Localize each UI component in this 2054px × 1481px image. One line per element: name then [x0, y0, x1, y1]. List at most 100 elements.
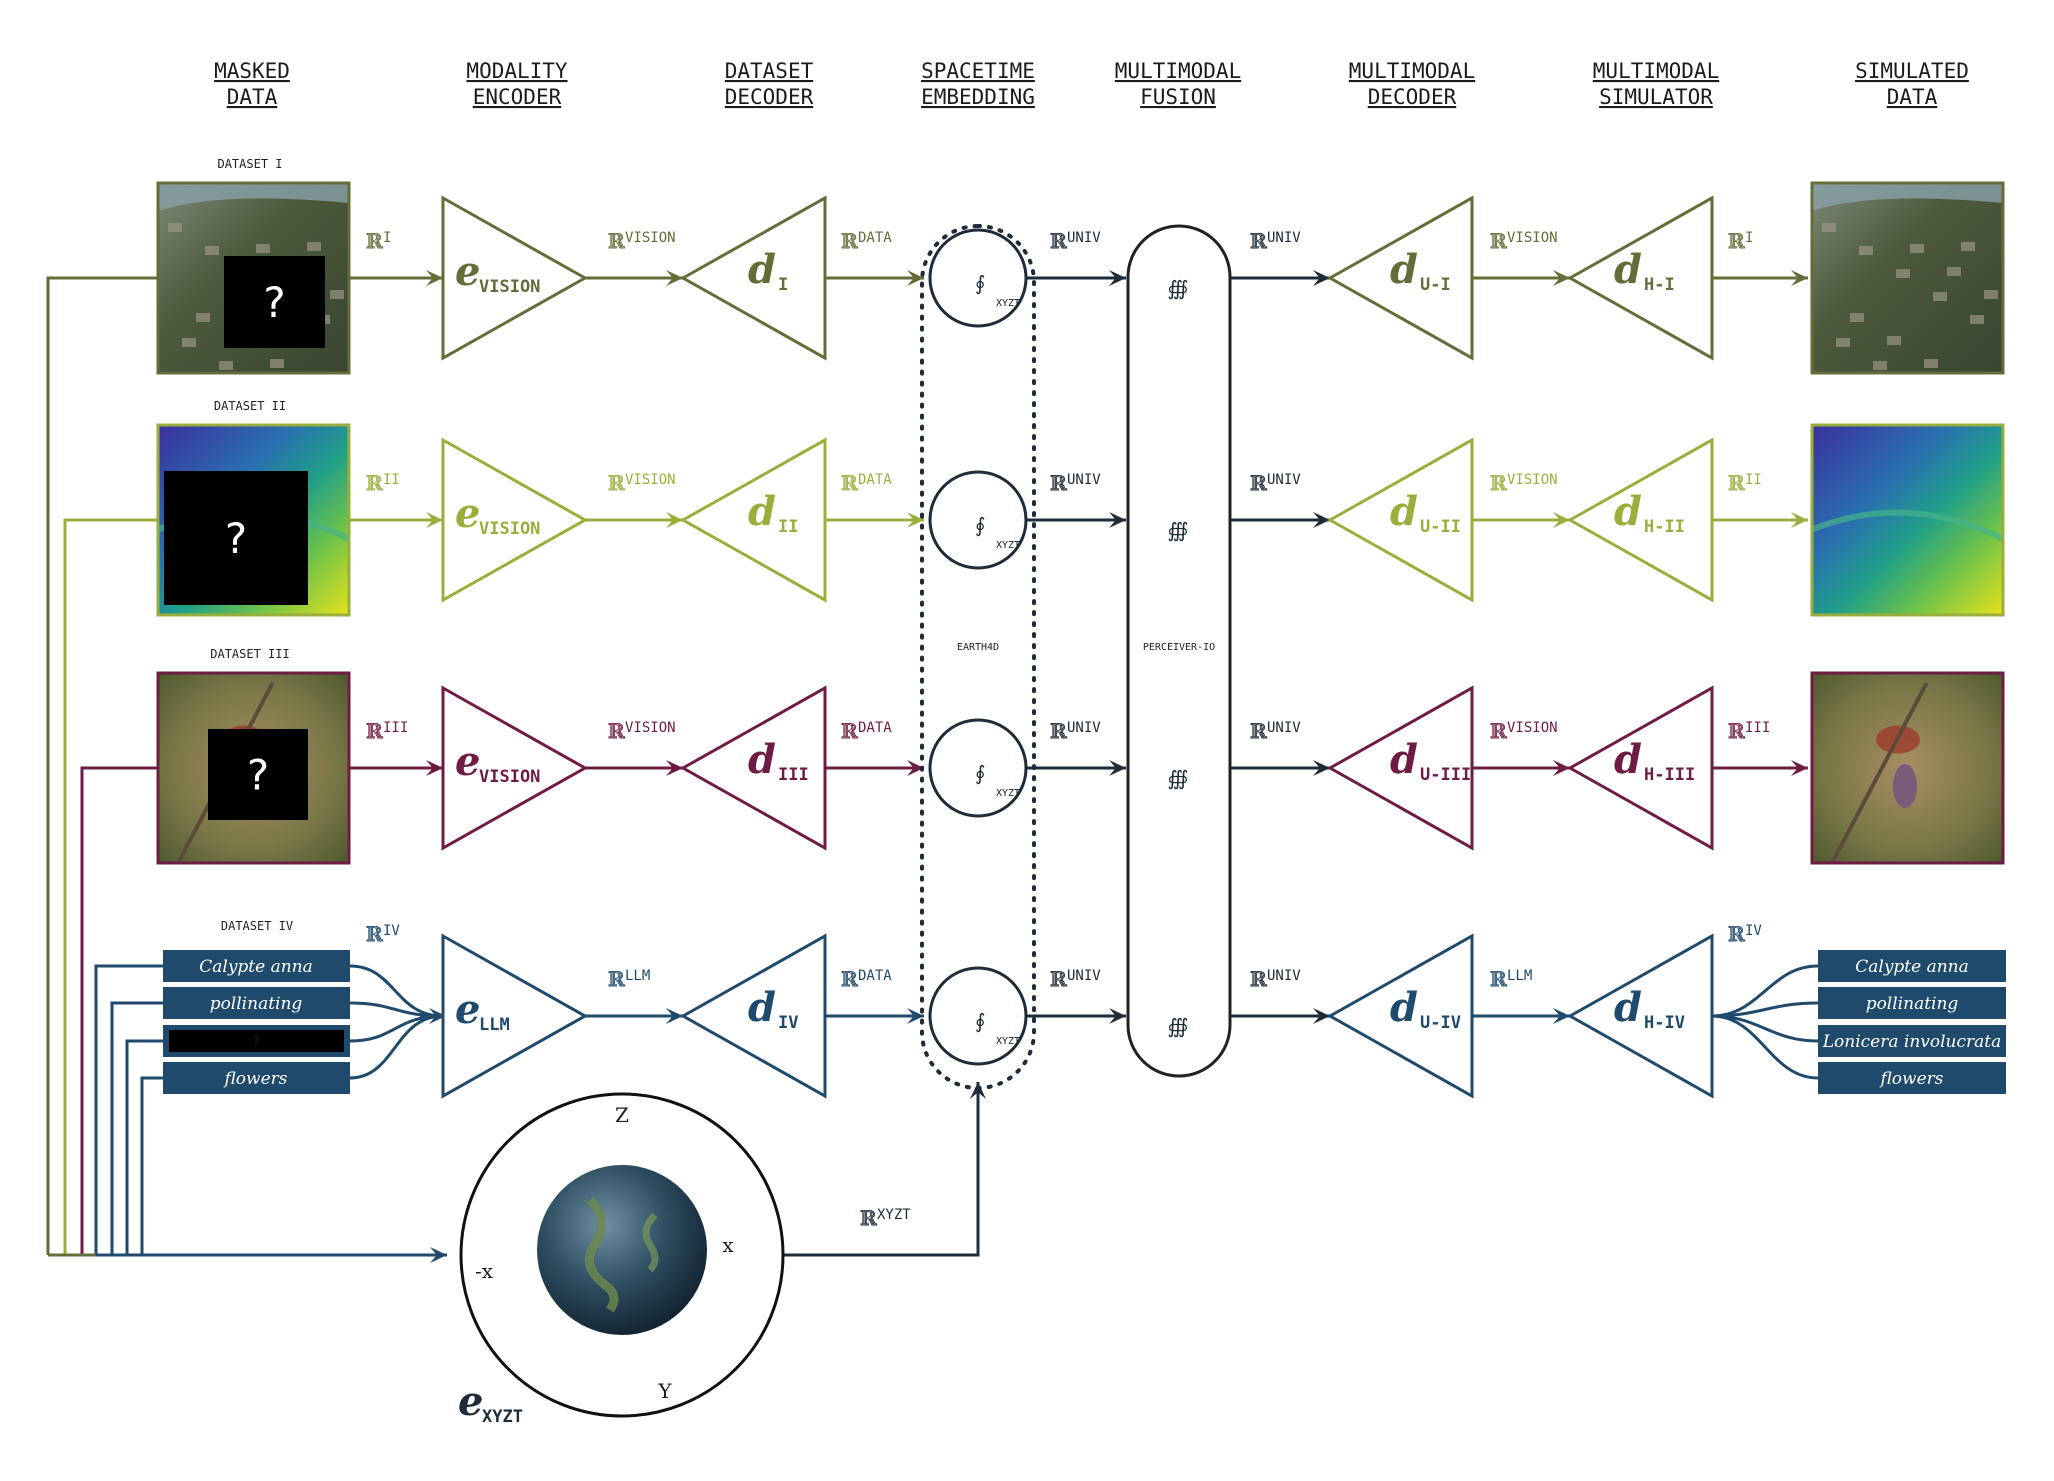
input-space-label-sup: I: [383, 230, 391, 246]
real-symbol: ℝ: [366, 922, 383, 946]
header-line-2: DATA: [227, 85, 278, 109]
branch: [1830, 682, 1929, 864]
fusion-space-label-sup: UNIV: [1267, 472, 1301, 488]
simulator-label-symbol: d: [1614, 488, 1642, 535]
output-space-label-sup: IV: [1745, 923, 1762, 939]
multimodal-decoder: [1326, 195, 1474, 361]
simulator-output-arrow-head: [1791, 512, 1808, 528]
decoder-label-subscript: I: [778, 275, 788, 295]
header-line-1: MULTIMODAL: [1349, 59, 1475, 83]
input-space-label-sup: III: [383, 720, 408, 736]
multimodal-simulator: [1566, 437, 1714, 603]
fusion-integral-icon: ∰: [1167, 1014, 1188, 1038]
contour-integral-icon: ∮XYZT: [975, 513, 1020, 551]
contour-integral-icon: ∮XYZT: [975, 761, 1020, 799]
bus-line-token-3: [140, 1076, 163, 1255]
terrain-ridge: [1810, 509, 2005, 542]
spacetime-embedding-group: [920, 224, 1036, 1090]
fusion-space-label-sup: UNIV: [1267, 968, 1301, 984]
bus-to-globe-arrow-head: [430, 1247, 447, 1263]
fusion-output-arrow-head: [1313, 1008, 1330, 1024]
real-symbol: ℝ: [1728, 922, 1745, 946]
building-block: [168, 223, 182, 232]
dataset-label: DATASET I: [217, 157, 282, 171]
shore-area: [1812, 183, 2003, 211]
dataset-label: DATASET III: [210, 647, 289, 661]
modality-encoder: [441, 685, 589, 851]
embed-subscript: XYZT: [996, 540, 1020, 551]
fusion-space-label-sup: UNIV: [1267, 230, 1301, 246]
header-line-2: EMBEDDING: [921, 85, 1035, 109]
multimodal-decoder-label-subscript: U-III: [1420, 765, 1471, 785]
earth-continent: [584, 1196, 619, 1313]
earth-continent: [642, 1212, 659, 1273]
token-box: [163, 950, 350, 982]
mask-block: [164, 471, 308, 605]
fusion-label: PERCEIVER-IO: [1143, 642, 1215, 653]
building-block: [1896, 269, 1910, 278]
building-block: [1924, 359, 1938, 368]
multimodal-decoder-arrow-head: [1553, 512, 1570, 528]
input-image-frame: [156, 181, 351, 375]
univ-space-label-sup: UNIV: [1067, 968, 1101, 984]
bus-line-row1: [46, 276, 158, 1255]
multimodal-decoder-label-subscript: U-IV: [1420, 1013, 1461, 1033]
embed-subscript: XYZT: [996, 1036, 1020, 1047]
xyzt-output-arrow-head: [970, 1082, 986, 1099]
output-image-frame: [1810, 671, 2005, 865]
input-arrow-head: [426, 512, 443, 528]
simulator-output-arrow-head: [1791, 270, 1808, 286]
z-axis-label: Z: [615, 1103, 629, 1127]
real-symbol: ℝ: [1728, 229, 1745, 253]
building-block: [1933, 292, 1947, 301]
building-block: [1850, 313, 1864, 322]
xyzt-output-line: [783, 1088, 980, 1257]
building-block: [219, 361, 233, 370]
multimodal-decoder: [1326, 437, 1474, 603]
real-symbol: ℝ: [608, 229, 625, 253]
building-block: [330, 290, 344, 299]
mask-block: [224, 256, 325, 348]
header-line-1: DATASET: [725, 59, 814, 83]
multimodal-decoder-label-symbol: d: [1390, 736, 1418, 783]
token-text: flowers: [1878, 1069, 1943, 1089]
contour-integral-icon: ∮XYZT: [975, 271, 1020, 309]
real-symbol: ℝ: [1050, 967, 1067, 991]
encoder-output-arrow-head: [666, 512, 683, 528]
encoder-label-symbol: e: [455, 986, 480, 1033]
encoder-label-subscript: LLM: [479, 1015, 510, 1035]
encoder-space-label-sup: LLM: [625, 968, 650, 984]
building-block: [1822, 223, 1836, 232]
output-space-label-sup: I: [1745, 230, 1753, 246]
bus-line-token-2: [125, 1039, 163, 1255]
fusion-integral-icon: ∰: [1167, 276, 1188, 300]
header-line-1: SPACETIME: [921, 59, 1035, 83]
bus-line-row3: [80, 766, 158, 1255]
decoder-label-subscript: IV: [778, 1013, 798, 1033]
building-block: [1970, 315, 1984, 324]
token-merge-arrow-head: [429, 1008, 446, 1024]
encoder-space-label-sup: VISION: [625, 230, 676, 246]
